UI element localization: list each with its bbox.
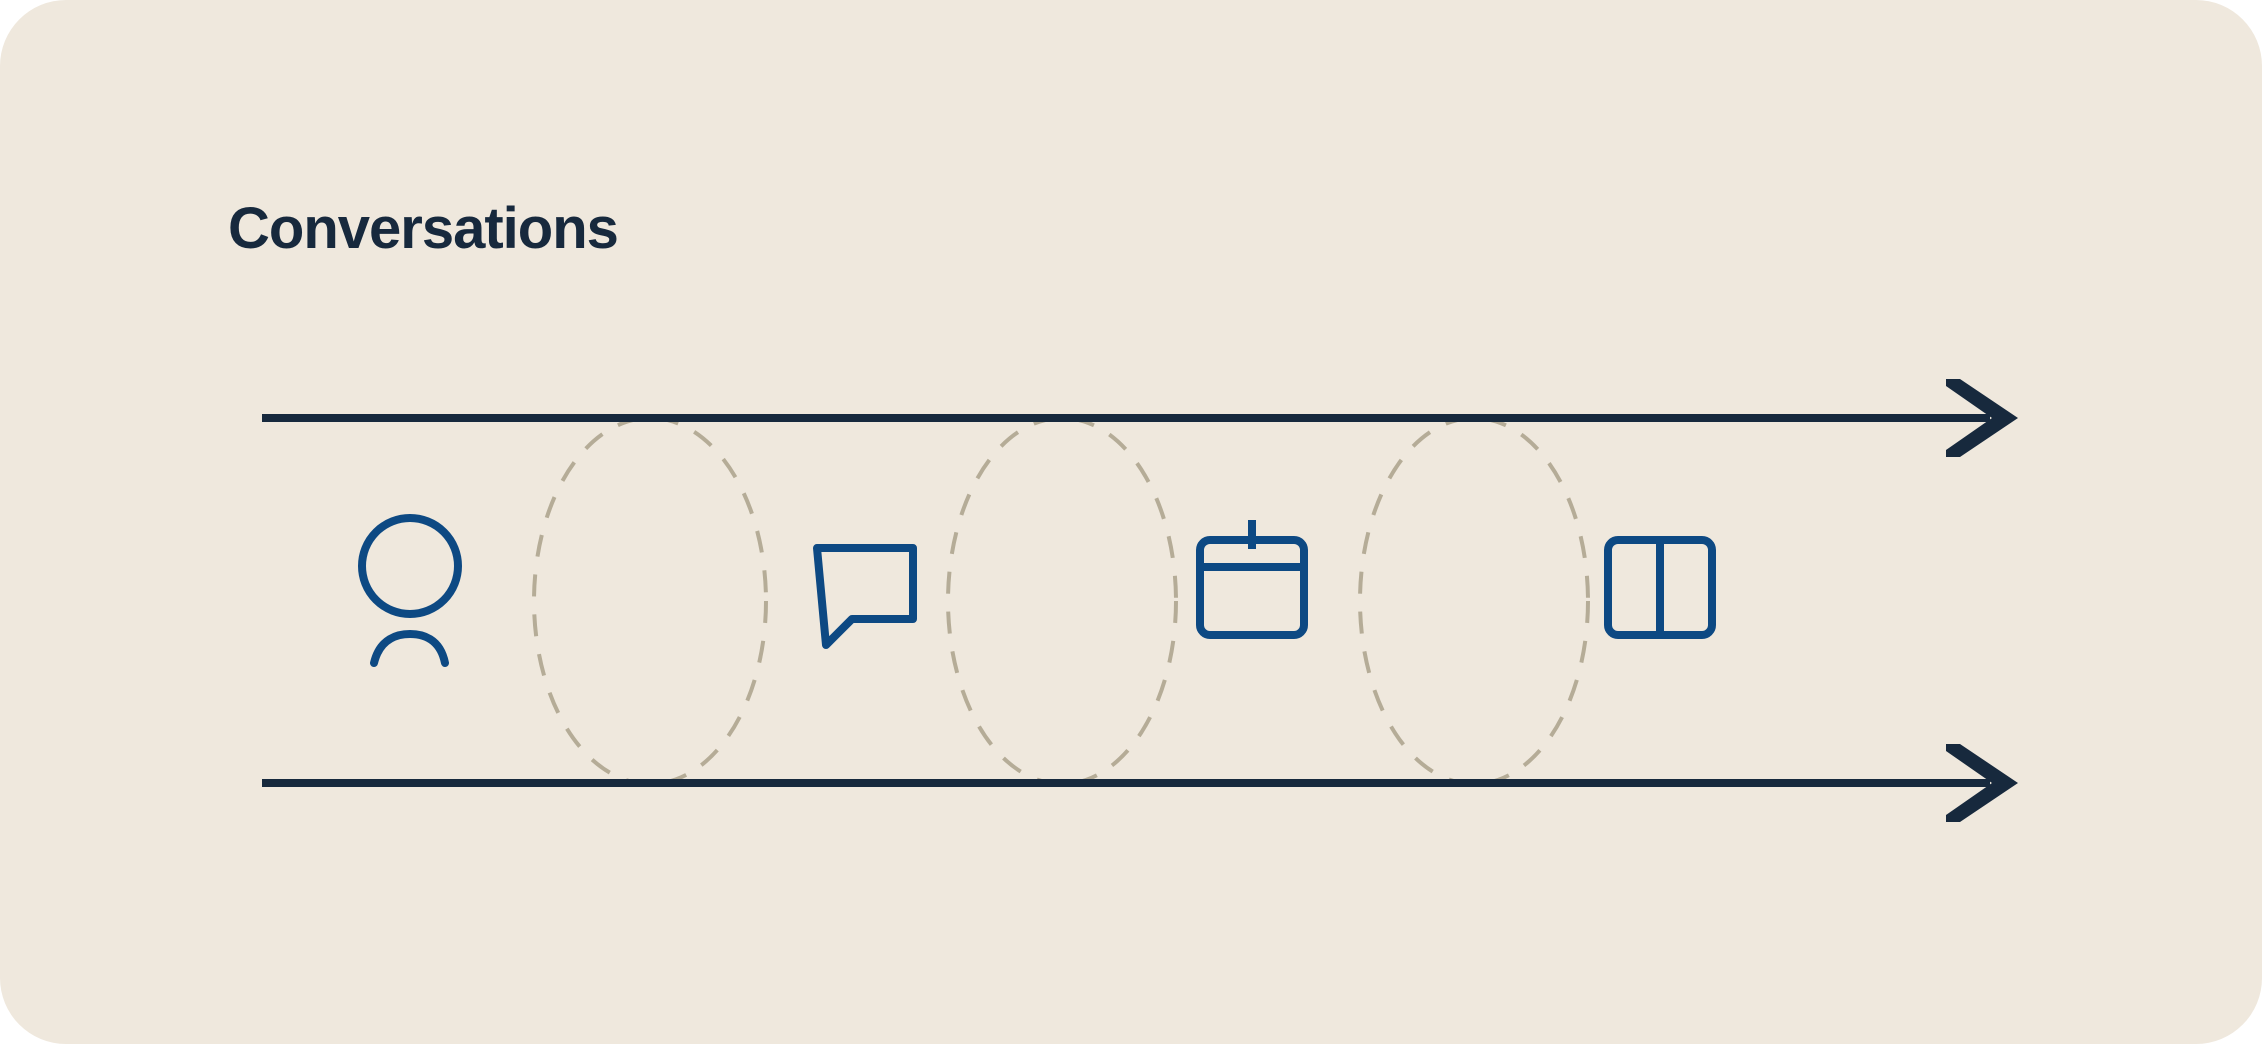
bottom-flow-arrow: [262, 744, 2018, 822]
top-arrow-head: [1946, 379, 2018, 457]
top-flow-arrow: [262, 379, 2018, 457]
page-title: Conversations: [228, 196, 619, 261]
dashed-ellipse-separator-2: [946, 416, 1178, 786]
split-panel-icon: [1604, 536, 1716, 639]
calendar-icon: [1196, 520, 1308, 639]
bottom-arrow-head: [1946, 744, 2018, 822]
chat-bubble-icon: [813, 544, 917, 649]
dashed-ellipse-separator-3: [1358, 416, 1590, 786]
user-icon: [358, 514, 462, 667]
dashed-ellipse-separator-1: [532, 416, 768, 786]
